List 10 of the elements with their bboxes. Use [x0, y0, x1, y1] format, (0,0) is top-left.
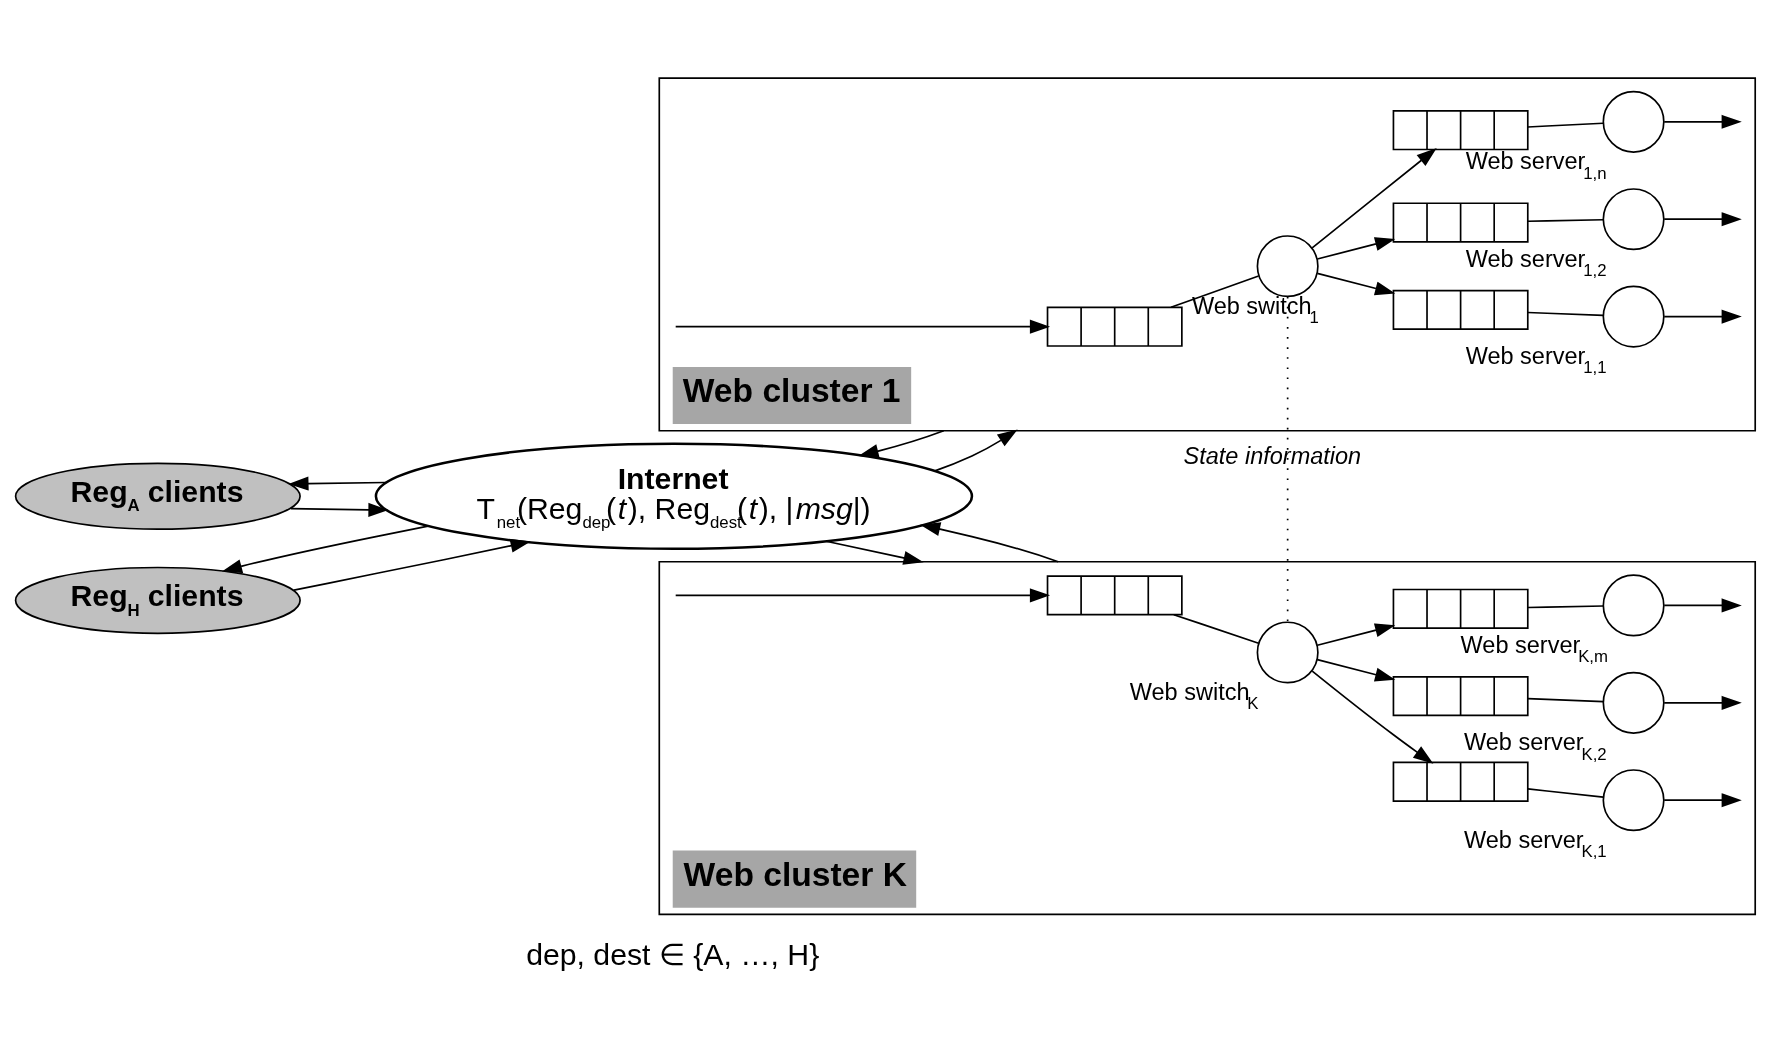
node-label: Web server$_{1,n}$ [1465, 147, 1607, 183]
node-label: Web server$_{K,2}$ [1463, 728, 1607, 764]
node-label: Web switch$_{K}$ [1129, 678, 1259, 713]
node-label: Web server$_{1,1}$ [1465, 342, 1607, 377]
node-label: Web server$_{K,1}$ [1463, 826, 1607, 861]
node-label: Web server$_{1,2}$ [1465, 245, 1607, 280]
node-label: Web switch$_{1}$ [1191, 292, 1319, 327]
label: dep, dest ∈ {A, …, H} [526, 937, 820, 971]
node-label: Web server$_{K,m}$ [1460, 631, 1608, 666]
edge-label: State information [1183, 442, 1362, 469]
